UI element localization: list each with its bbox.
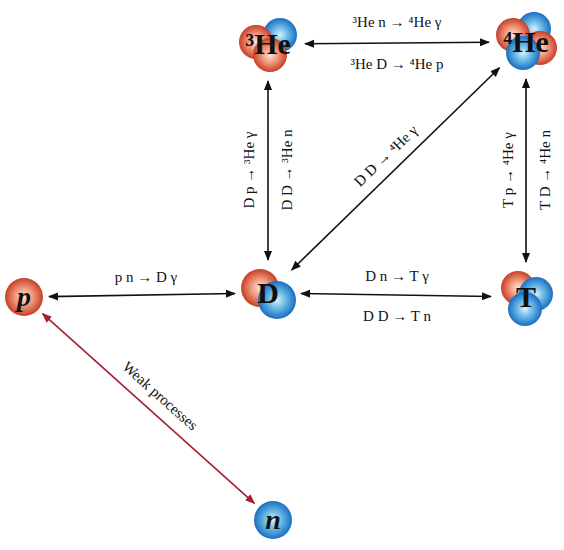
reaction-label: D D → ⁴He γ [350, 121, 423, 192]
nucleus-node: n [251, 498, 295, 542]
nucleus-node: p [2, 275, 46, 319]
reaction-arrow [525, 79, 527, 262]
proton-ball [241, 269, 279, 307]
reaction-label: D D → ³He n [279, 127, 296, 212]
nucleus-symbol: p [17, 283, 31, 311]
reaction-arrow [267, 81, 269, 260]
nucleus-symbol: D [257, 278, 279, 308]
reaction-arrow [305, 42, 489, 43]
proton-ball [5, 278, 43, 316]
reaction-arrow [49, 294, 235, 297]
nucleus-symbol: n [265, 506, 281, 534]
weak-process-arrow [43, 314, 255, 504]
reaction-label: D D → T n [361, 308, 433, 325]
reaction-label: p n → D γ [113, 269, 179, 286]
reaction-label: D p → ³He γ [241, 130, 258, 211]
nucleus-symbol: ⁴He [503, 27, 549, 57]
reaction-arrow [292, 68, 500, 270]
nucleus-node: ⁴He [492, 8, 560, 76]
reaction-arrow [301, 294, 491, 297]
reaction-label: T p → ⁴He γ [500, 130, 517, 210]
nucleus-symbol: ³He [245, 29, 291, 59]
reaction-label: T D → ⁴He n [537, 128, 554, 212]
reaction-label: D n → T γ [363, 268, 431, 285]
nucleus-symbol: T [516, 282, 536, 312]
nucleus-node: ³He [234, 10, 302, 78]
nucleus-node: T [494, 265, 558, 329]
reaction-label: Weak processes [118, 357, 203, 435]
reaction-label: ³He D → ⁴He p [348, 56, 445, 73]
nucleus-node: D [238, 263, 298, 323]
neutron-ball [254, 501, 292, 539]
reaction-label: ³He n → ⁴He γ [351, 14, 444, 31]
